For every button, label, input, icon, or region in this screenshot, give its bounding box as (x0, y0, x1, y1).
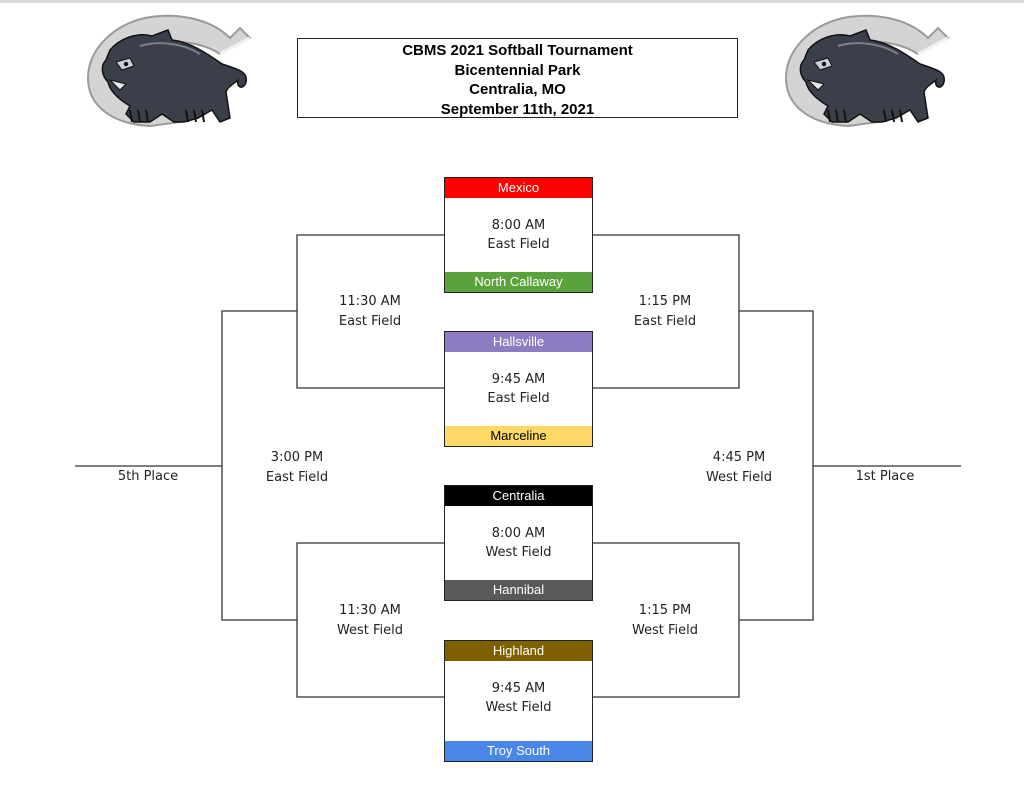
game-field: West Field (485, 545, 552, 560)
game-time: 9:45 AM (491, 372, 546, 387)
game-box-1: Mexico 8:00 AM East Field North Callaway (444, 177, 593, 293)
title-line-4: September 11th, 2021 (440, 100, 595, 118)
game-time: 8:00 AM (491, 526, 546, 541)
round-label-left-final: 3:00 PM East Field (247, 448, 347, 487)
round-label-right-bottom: 1:15 PM West Field (615, 601, 715, 640)
round-field: East Field (633, 313, 697, 329)
team-label-bottom: Marceline (445, 426, 592, 446)
round-field: East Field (265, 469, 329, 485)
team-label-bottom: Troy South (445, 741, 592, 761)
round-field: West Field (631, 622, 699, 638)
round-label-left-bottom: 11:30 AM West Field (320, 601, 420, 640)
round-time: 1:15 PM (638, 603, 692, 618)
title-line-3: Centralia, MO (469, 81, 566, 98)
panther-logo-right (784, 14, 950, 128)
team-label-top: Mexico (445, 178, 592, 198)
game-info: 8:00 AM East Field (445, 198, 592, 272)
team-label-bottom: Hannibal (445, 580, 592, 600)
round-time: 3:00 PM (270, 450, 324, 465)
round-field: East Field (338, 313, 402, 329)
round-time: 1:15 PM (638, 294, 692, 309)
team-label-top: Centralia (445, 486, 592, 506)
round-field: West Field (336, 622, 404, 638)
game-field: West Field (485, 700, 552, 715)
game-box-3: Centralia 8:00 AM West Field Hannibal (444, 485, 593, 601)
game-info: 8:00 AM West Field (445, 506, 592, 580)
round-time: 4:45 PM (712, 450, 766, 465)
round-time: 11:30 AM (339, 603, 401, 618)
game-time: 9:45 AM (491, 681, 546, 696)
game-time: 8:00 AM (491, 218, 546, 233)
title-line-1: CBMS 2021 Softball Tournament (402, 42, 633, 59)
round-field: West Field (705, 469, 773, 485)
team-label-top: Highland (445, 641, 592, 661)
round-label-right-final: 4:45 PM West Field (689, 448, 789, 487)
round-label-right-top: 1:15 PM East Field (615, 292, 715, 331)
game-field: East Field (487, 237, 550, 252)
round-time: 11:30 AM (339, 294, 401, 309)
top-border (0, 0, 1024, 3)
place-label-right: 1st Place (855, 469, 915, 484)
panther-logo-left (86, 14, 252, 128)
team-label-bottom: North Callaway (445, 272, 592, 292)
team-label-top: Hallsville (445, 332, 592, 352)
game-info: 9:45 AM West Field (445, 661, 592, 741)
game-field: East Field (487, 391, 550, 406)
tournament-title-box: CBMS 2021 Softball Tournament Bicentenni… (297, 38, 738, 118)
place-label-left: 5th Place (117, 469, 179, 484)
title-line-2: Bicentennial Park (454, 61, 581, 79)
round-label-left-top: 11:30 AM East Field (320, 292, 420, 331)
game-box-4: Highland 9:45 AM West Field Troy South (444, 640, 593, 762)
game-box-2: Hallsville 9:45 AM East Field Marceline (444, 331, 593, 447)
game-info: 9:45 AM East Field (445, 352, 592, 426)
